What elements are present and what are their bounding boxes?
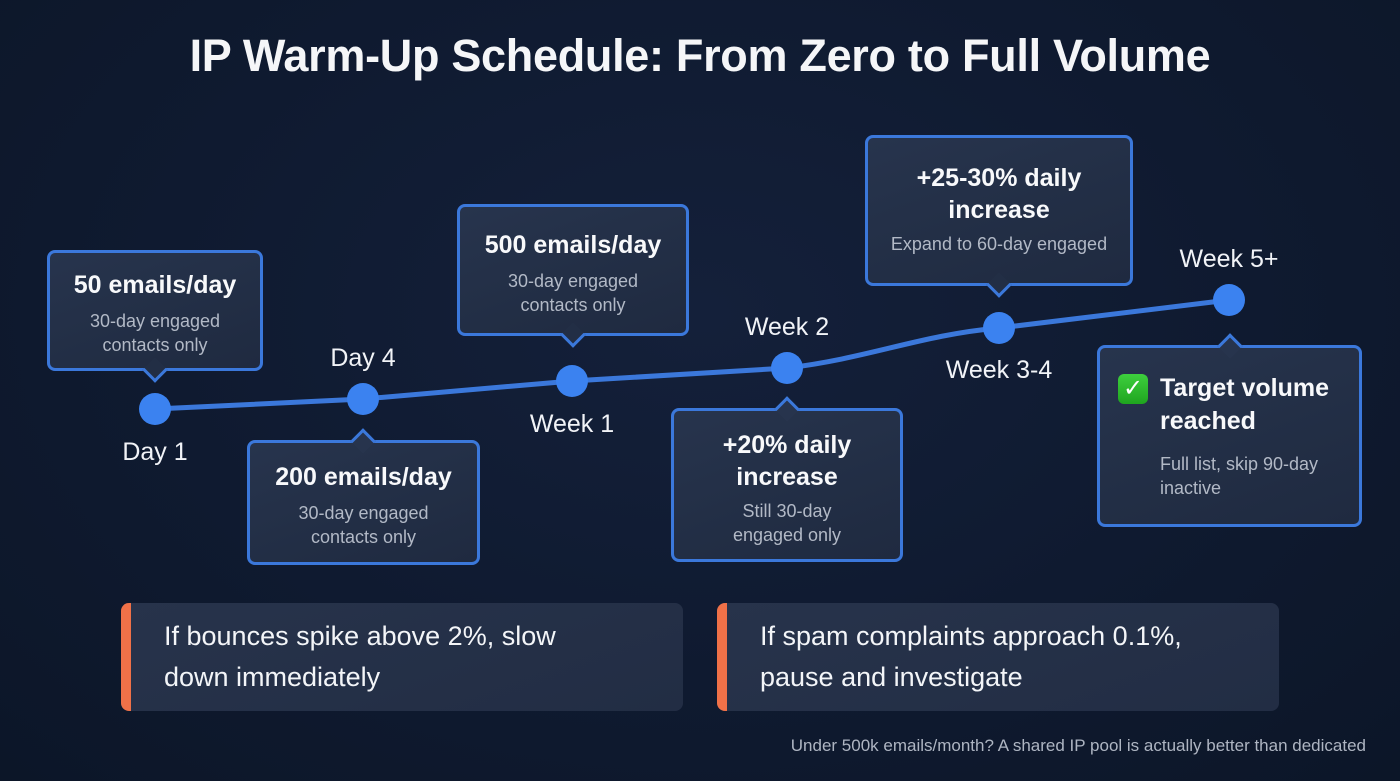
alert-accent-bar (717, 603, 727, 711)
node-label-day-1: Day 1 (122, 438, 188, 466)
node-label-week-5-plus: Week 5+ (1179, 245, 1279, 273)
page-title: IP Warm-Up Schedule: From Zero to Full V… (189, 30, 1211, 81)
node-day-1 (139, 393, 171, 425)
card-subtext: Full list, skip 90-day inactive (1160, 454, 1319, 498)
milestone-card-week-3-4: +25-30% daily increase Expand to 60-day … (865, 135, 1133, 298)
card-heading: 500 emails/day (484, 231, 662, 259)
alert-spam-complaints: If spam complaints approach 0.1%, pause … (717, 603, 1279, 711)
node-week-2 (771, 352, 803, 384)
card-subtext: 30-day engaged contacts only (89, 311, 221, 355)
card-heading: +25-30% daily increase (916, 164, 1082, 224)
node-label-week-2: Week 2 (744, 313, 830, 341)
alert-bounces: If bounces spike above 2%, slow down imm… (121, 603, 683, 711)
card-heading: 200 emails/day (275, 463, 452, 491)
card-subtext: Still 30-day engaged only (732, 501, 842, 545)
milestone-card-day-1: 50 emails/day 30-day engaged contacts on… (47, 250, 263, 383)
footnote: Under 500k emails/month? A shared IP poo… (790, 736, 1366, 755)
milestone-card-week-2: +20% daily increase Still 30-day engaged… (671, 396, 903, 562)
card-subtext: Expand to 60-day engaged (890, 234, 1108, 254)
node-label-week-3-4: Week 3-4 (945, 356, 1053, 384)
node-week-3-4 (983, 312, 1015, 344)
node-week-5-plus (1213, 284, 1245, 316)
card-heading: +20% daily increase (722, 431, 852, 491)
card-subtext: 30-day engaged contacts only (298, 503, 429, 547)
alert-text: If spam complaints approach 0.1%, pause … (760, 621, 1182, 692)
check-mark-icon: ✓ (1118, 374, 1148, 404)
milestone-card-day-4: 200 emails/day 30-day engaged contacts o… (247, 428, 480, 565)
node-label-day-4: Day 4 (330, 344, 396, 372)
node-label-week-1: Week 1 (529, 410, 615, 438)
card-heading: Target volume reached (1160, 374, 1330, 435)
card-heading: 50 emails/day (73, 271, 237, 299)
alert-accent-bar (121, 603, 131, 711)
node-day-4 (347, 383, 379, 415)
milestone-card-week-1: 500 emails/day 30-day engaged contacts o… (457, 204, 689, 348)
alert-text: If bounces spike above 2%, slow down imm… (164, 621, 556, 692)
node-week-1 (556, 365, 588, 397)
card-subtext: 30-day engaged contacts only (507, 271, 639, 315)
milestone-card-week-5-plus: ✓ Target volume reached Full list, skip … (1097, 333, 1362, 527)
